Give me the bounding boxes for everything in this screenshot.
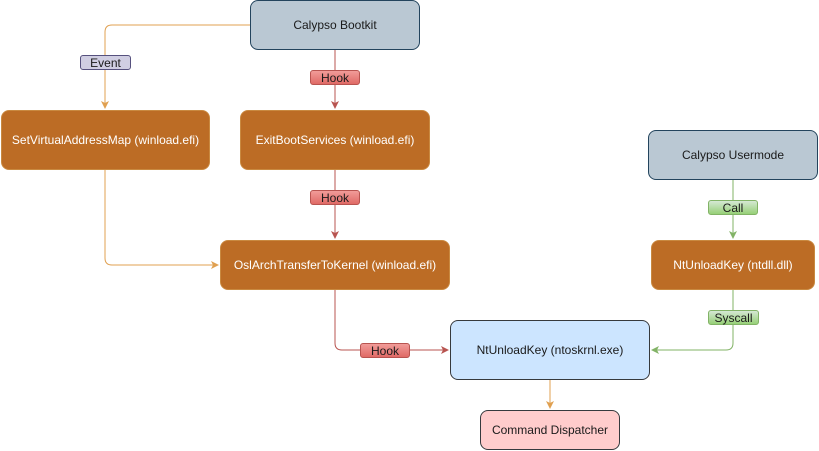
- edge-label-hook: Hook: [310, 70, 360, 85]
- edge-label-syscall: Syscall: [708, 310, 759, 325]
- node-label: ExitBootServices (winload.efi): [255, 133, 415, 147]
- node-ntunloadkey-ntdll[interactable]: NtUnloadKey (ntdll.dll): [651, 240, 815, 290]
- edge-ntdll-to-ntoskrnl: [651, 290, 734, 354]
- node-calypso-usermode[interactable]: Calypso Usermode: [648, 130, 818, 180]
- node-label: SetVirtualAddressMap (winload.efi): [11, 133, 200, 147]
- node-setvirtualaddressmap[interactable]: SetVirtualAddressMap (winload.efi): [1, 110, 210, 170]
- node-label: Calypso Bootkit: [293, 18, 377, 32]
- node-label: Calypso Usermode: [681, 148, 785, 162]
- edge-label-event: Event: [80, 55, 131, 70]
- node-command-dispatcher[interactable]: Command Dispatcher: [480, 410, 620, 450]
- edge-label-call: Call: [708, 200, 758, 215]
- node-oslarchtransfertokernel[interactable]: OslArchTransferToKernel (winload.efi): [220, 240, 450, 290]
- node-calypso-bootkit[interactable]: Calypso Bootkit: [250, 0, 420, 50]
- edge-bootkit-to-setvirtual: [101, 24, 250, 109]
- node-label: NtUnloadKey (ntdll.dll): [673, 258, 793, 272]
- node-label: Command Dispatcher: [491, 423, 609, 437]
- edge-setvirtual-to-oslarch: [104, 170, 219, 269]
- node-label: OslArchTransferToKernel (winload.efi): [233, 258, 437, 272]
- node-exitbootservices[interactable]: ExitBootServices (winload.efi): [240, 110, 430, 170]
- edge-oslarch-to-ntoskrnl: [334, 290, 449, 354]
- node-label: NtUnloadKey (ntoskrnl.exe): [476, 343, 624, 357]
- edge-label-hook: Hook: [360, 343, 410, 358]
- node-ntunloadkey-ntoskrnl[interactable]: NtUnloadKey (ntoskrnl.exe): [450, 320, 650, 380]
- edge-label-hook: Hook: [310, 190, 360, 205]
